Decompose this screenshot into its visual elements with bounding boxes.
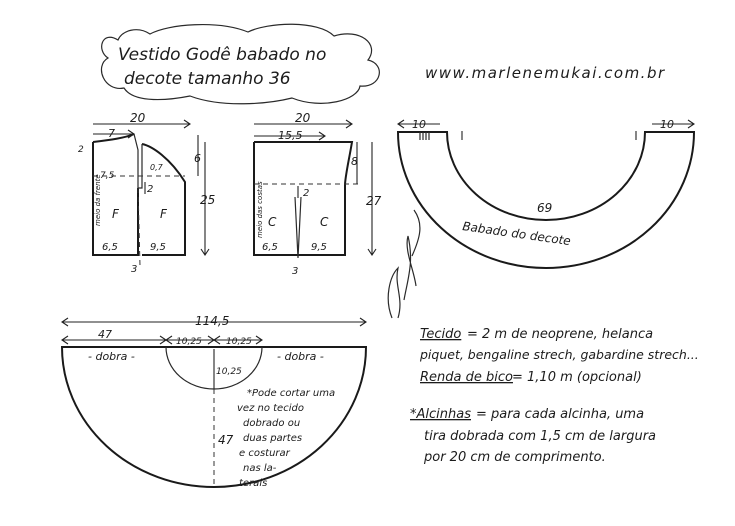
skirt-piece: 114,5 47 10,25 10,25 - dobra - - dobra -… [60, 314, 368, 489]
front-width: 20 [130, 111, 146, 125]
fabric-line1: = 2 m de neoprene, helanca [467, 327, 653, 342]
skirt-note-line: dobrado ou [243, 418, 300, 429]
signature-mark [387, 209, 421, 319]
front-piece-left: F [112, 207, 120, 221]
ruffle-piece: 10 10 69 Babado do decote [396, 118, 696, 269]
front-dart-bottom: 3 [131, 264, 137, 275]
skirt-inner-left: 10,25 [176, 337, 202, 347]
front-side-curve: 0,7 [150, 163, 164, 172]
back-piece-left: C [268, 215, 277, 229]
skirt-left: 47 [98, 328, 112, 341]
lace-label: Renda de bico [420, 370, 513, 385]
fabric-line2: piquet, bengaline strech, gabardine stre… [419, 347, 699, 362]
skirt-radius: 10,25 [216, 367, 242, 377]
front-mid-width: 7,5 [100, 171, 115, 181]
front-neck-drop: 2 [78, 145, 84, 155]
straps-line1: = para cada alcinha, uma [476, 407, 644, 422]
front-shoulder: 7 [108, 127, 115, 140]
front-armhole-depth: 6 [194, 152, 201, 165]
back-dart-bottom: 3 [292, 266, 298, 277]
back-bottom-left: 6,5 [262, 242, 278, 253]
fabric-label: Tecido [420, 327, 461, 342]
straps-label: *Alcinhas [410, 407, 471, 422]
back-piece-right: C [320, 215, 329, 229]
front-height: 25 [200, 193, 215, 207]
back-bottom-right: 9,5 [311, 242, 327, 253]
front-bottom-right: 9,5 [150, 242, 166, 253]
skirt-fold-right: - dobra - [277, 350, 324, 363]
title-line1: Vestido Godê babado no [118, 45, 326, 65]
skirt-note-line: *Pode cortar uma [247, 388, 335, 399]
lace-line: = 1,10 m (opcional) [512, 370, 642, 385]
back-width: 20 [295, 111, 311, 125]
back-shoulder: 15,5 [278, 129, 303, 142]
website-text: www.marlenemukai.com.br [425, 64, 666, 82]
back-armhole-depth: 8 [351, 155, 358, 168]
front-center-label: meio da frente [94, 174, 102, 226]
skirt-note-line: e costurar [239, 448, 291, 459]
straps-line2: tira dobrada com 1,5 cm de largura [424, 429, 656, 444]
skirt-inner-right: 10,25 [226, 337, 252, 347]
back-dart-depth: 2 [303, 188, 309, 199]
materials-notes: Tecido = 2 m de neoprene, helanca piquet… [410, 327, 699, 465]
front-piece-right: F [160, 207, 168, 221]
skirt-note-line: nas la- [243, 463, 277, 474]
ruffle-inner: 69 [537, 201, 552, 215]
title-line2: decote tamanho 36 [124, 69, 291, 89]
title-cloud [100, 23, 380, 105]
skirt-length: 47 [218, 433, 234, 447]
skirt-note-line: duas partes [243, 433, 302, 444]
skirt-note: *Pode cortar uma vez no tecido dobrado o… [237, 388, 335, 489]
front-dart-depth: 2 [147, 184, 153, 195]
skirt-total: 114,5 [195, 314, 229, 328]
straps-line3: por 20 cm de comprimento. [423, 450, 606, 465]
back-center-label: meio das costas [256, 181, 264, 238]
back-bodice: 20 15,5 8 2 meio das costas C C 6,5 9,5 … [253, 111, 382, 277]
back-height: 27 [366, 194, 382, 208]
front-bottom-left: 6,5 [102, 242, 118, 253]
skirt-note-line: vez no tecido [237, 403, 304, 414]
front-bodice: 20 7 2 6 0,7 7,5 2 meio da frente F F 6,… [78, 111, 215, 275]
skirt-fold-left: - dobra - [88, 350, 135, 363]
skirt-note-line: terais [239, 478, 267, 489]
ruffle-label: Babado do decote [462, 219, 572, 248]
ruffle-left: 10 [412, 118, 426, 131]
ruffle-right: 10 [660, 118, 674, 131]
